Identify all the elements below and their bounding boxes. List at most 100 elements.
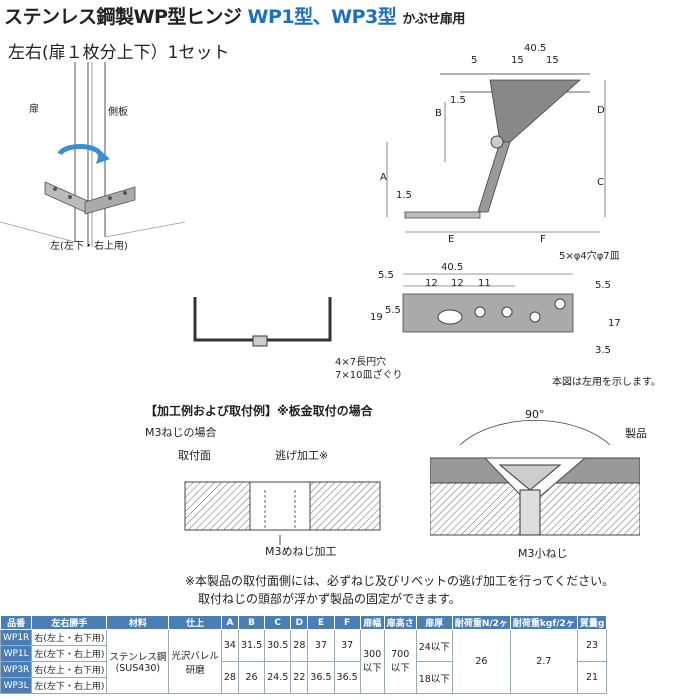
- wp3-thickness: 18以下: [415, 661, 453, 694]
- wp1-mass: 23: [576, 629, 608, 662]
- row-side: 左(左下・右上用): [31, 677, 108, 694]
- wp1-f: 37: [333, 629, 361, 662]
- title-prefix: ステンレス鋼製WP型ヒンジ: [4, 6, 242, 28]
- dim-mid-3-5: 3.5: [595, 345, 611, 356]
- row-side: 右(左上・右下用): [31, 661, 108, 678]
- wp3-f: 36.5: [333, 661, 361, 694]
- spec-table: 品番 左右勝手 材料 仕上 A B C D E F 扉幅 扉高さ 扉厚 耐荷重N…: [0, 615, 608, 694]
- header-load-kgf: 耐荷重kgf/2ヶ: [509, 615, 578, 630]
- relief-machining-label: 逃げ加工※: [275, 449, 329, 462]
- title-models: WP1型、WP3型: [247, 6, 397, 28]
- table-row: WP3L 左(左下・右上用): [0, 677, 607, 694]
- header-door-height: 扉高さ: [383, 615, 417, 630]
- wp3-mass: 21: [576, 661, 608, 694]
- table-row: WP1R 右(左上・右下用) ステンレス鋼(SUS430) 光沢バレル研磨 34…: [0, 629, 608, 694]
- wp1-thickness: 24以下: [415, 629, 453, 662]
- slot-note-2: 7×10皿ざぐり: [335, 370, 403, 381]
- table-row: WP3R 右(左上・右下用) 28 26 24.5 22 36.5 36.5 1…: [0, 661, 608, 694]
- hole-note: 5×φ4穴φ7皿: [559, 251, 620, 262]
- wp3-a: 28: [220, 661, 239, 694]
- dim-mid-12a: 12: [425, 278, 438, 289]
- header-code: 品番: [0, 615, 33, 630]
- wp3-d: 22: [290, 661, 309, 694]
- dim-mid-5-5a: 5.5: [378, 270, 394, 281]
- angle-label: 90°: [525, 408, 545, 421]
- header-load-n: 耐荷重N/2ヶ: [451, 615, 511, 630]
- header-a: A: [220, 615, 239, 630]
- dim-mid-17: 17: [608, 318, 621, 329]
- wp3-c: 24.5: [264, 661, 292, 694]
- load-kgf-cell: 2.7: [509, 629, 578, 694]
- wp1-c: 30.5: [264, 629, 292, 662]
- header-door-width: 扉幅: [359, 615, 385, 630]
- process-subheading: M3ねじの場合: [145, 426, 217, 439]
- dim-top-5: 5: [471, 55, 478, 66]
- header-door-thickness: 扉厚: [415, 615, 453, 630]
- product-label: 製品: [625, 427, 647, 440]
- header-d: D: [290, 615, 309, 630]
- dim-top-1-5b: 1.5: [396, 190, 412, 201]
- plan-view-drawing: [193, 273, 574, 347]
- wp1-e: 37: [307, 629, 335, 662]
- dim-top-1-5a: 1.5: [450, 95, 466, 106]
- side-panel-label: 側板: [108, 107, 128, 118]
- slot-note-1: 4×7長円穴: [335, 357, 387, 368]
- wp3-e: 36.5: [307, 661, 335, 694]
- mounting-surface-label: 取付面: [178, 449, 211, 462]
- dim-mid-11: 11: [478, 278, 491, 289]
- page-title: ステンレス鋼製WP型ヒンジ WP1型、WP3型 かぶせ扉用: [4, 2, 465, 29]
- relief-note-2: 取付ねじの頭部が浮かず製品の固定ができます。: [198, 592, 461, 606]
- dim-top-width: 40.5: [524, 43, 547, 54]
- finish-cell: 光沢バレル研磨: [168, 629, 222, 694]
- header-finish: 仕上: [168, 615, 222, 630]
- header-f: F: [333, 615, 361, 630]
- load-n-cell: 26: [451, 629, 511, 694]
- header-c: C: [264, 615, 292, 630]
- row-code: WP1R: [0, 629, 33, 646]
- table-header-row: 品番 左右勝手 材料 仕上 A B C D E F 扉幅 扉高さ 扉厚 耐荷重N…: [0, 615, 608, 630]
- process-heading: 【加工例および取付例】※板金取付の場合: [145, 404, 373, 418]
- left-view-note: 本図は左用を示します。: [552, 377, 661, 388]
- screw-mount-section: [430, 420, 640, 536]
- header-e: E: [307, 615, 335, 630]
- row-code: WP3L: [0, 677, 33, 694]
- header-material: 材料: [106, 615, 170, 630]
- wp1-a: 34: [220, 629, 239, 662]
- tapped-hole-section: [184, 481, 381, 545]
- dim-top-15a: 15: [511, 55, 524, 66]
- dim-top-d: D: [597, 105, 605, 116]
- header-side: 左右勝手: [31, 615, 108, 630]
- wp1-d: 28: [290, 629, 309, 662]
- machine-screw-label: M3小ねじ: [518, 547, 568, 560]
- dim-mid-19: 19: [370, 312, 383, 323]
- dim-mid-width: 40.5: [441, 262, 464, 273]
- header-mass: 質量g: [576, 615, 608, 630]
- dim-mid-12b: 12: [451, 278, 464, 289]
- row-code: WP1L: [0, 645, 33, 662]
- dim-top-e: E: [448, 234, 455, 245]
- dim-top-15b: 15: [546, 55, 559, 66]
- wp3-b: 26: [237, 661, 266, 694]
- tapped-thread-label: M3めねじ加工: [265, 545, 337, 558]
- row-side: 左(左下・右上用): [31, 645, 108, 662]
- title-suffix: かぶせ扉用: [402, 12, 465, 27]
- header-b: B: [237, 615, 266, 630]
- dim-mid-5-5b: 5.5: [385, 305, 401, 316]
- relief-note-1: ※本製品の取付面側には、必ずねじ及びリベットの逃げ加工を行ってください。: [185, 574, 615, 588]
- photo-caption: 左(左下・右上用): [50, 241, 128, 252]
- page-subtitle: 左右(扉１枚分上下）1セット: [8, 43, 230, 63]
- dim-top-f: F: [540, 234, 546, 245]
- door-label: 扉: [29, 104, 39, 115]
- row-side: 右(左上・右下用): [31, 629, 108, 646]
- side-view-drawing: [386, 73, 606, 233]
- dim-top-b: B: [435, 108, 442, 119]
- dim-top-a: A: [380, 172, 387, 183]
- hinge-photo: [0, 62, 185, 262]
- row-code: WP3R: [0, 661, 33, 678]
- dim-mid-5-5c: 5.5: [595, 280, 611, 291]
- dim-top-c: C: [597, 177, 604, 188]
- material-cell: ステンレス鋼(SUS430): [106, 629, 170, 694]
- wp1-b: 31.5: [237, 629, 266, 662]
